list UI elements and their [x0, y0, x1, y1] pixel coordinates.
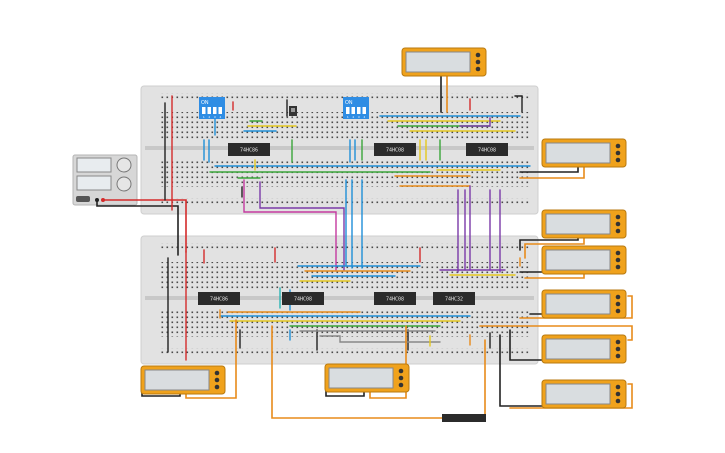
voltage-knob[interactable] [116, 157, 132, 173]
multimeter-5[interactable] [541, 289, 627, 319]
dip-switch-2[interactable]: ON 1 2 3 4 [343, 97, 369, 119]
chip-bottom-4: 74HC32 [433, 292, 475, 305]
dip-on-label: ON [201, 100, 209, 106]
power-rail-bottom [160, 348, 530, 356]
power-rail-top [160, 243, 530, 251]
power-switch[interactable] [76, 196, 90, 202]
terminal-strip-lower [160, 160, 530, 187]
multimeter-8[interactable] [140, 365, 226, 395]
power-rail-bottom [160, 198, 530, 206]
chip-top-1: 74HC86 [228, 143, 270, 156]
pin-header [442, 414, 486, 422]
signal-wires-top [203, 115, 531, 187]
chip-label: 74HC86 [210, 297, 228, 303]
svg-text:2: 2 [209, 115, 211, 119]
svg-text:1: 1 [203, 115, 205, 119]
chip-bottom-1: 74HC86 [198, 292, 240, 305]
multimeter-4[interactable] [541, 245, 627, 275]
multimeter-3[interactable] [541, 209, 627, 239]
svg-text:3: 3 [358, 115, 360, 119]
multimeter-6[interactable] [541, 334, 627, 364]
signal-wires-cross [243, 179, 501, 273]
power-wires [96, 95, 523, 361]
chip-label: 74HC08 [294, 297, 312, 303]
power-supply[interactable] [72, 154, 138, 206]
dip-switch-1[interactable]: ON 1 2 3 4 [199, 97, 225, 119]
signal-wires-bottom [219, 257, 521, 349]
chip-label: 74HC08 [386, 148, 404, 154]
terminal-strip-lower [160, 310, 530, 337]
svg-text:1: 1 [347, 115, 349, 119]
current-knob[interactable] [116, 176, 132, 192]
svg-text:4: 4 [364, 115, 366, 119]
svg-text:4: 4 [220, 115, 222, 119]
chip-top-3: 74HC08 [466, 143, 508, 156]
chip-bottom-3: 74HC08 [374, 292, 416, 305]
slide-switch[interactable] [289, 106, 297, 116]
chip-label: 74HC08 [386, 297, 404, 303]
chip-label: 74HC32 [445, 297, 463, 303]
dip-on-label: ON [345, 100, 353, 106]
multimeter-2[interactable] [541, 138, 627, 168]
chip-label: 74HC08 [478, 148, 496, 154]
chip-label: 74HC86 [240, 148, 258, 154]
chip-top-2: 74HC08 [374, 143, 416, 156]
multimeter-7[interactable] [541, 379, 627, 409]
svg-text:2: 2 [353, 115, 355, 119]
chip-bottom-2: 74HC08 [282, 292, 324, 305]
multimeter-1[interactable] [401, 47, 487, 77]
svg-text:3: 3 [214, 115, 216, 119]
multimeter-9[interactable] [324, 363, 410, 393]
